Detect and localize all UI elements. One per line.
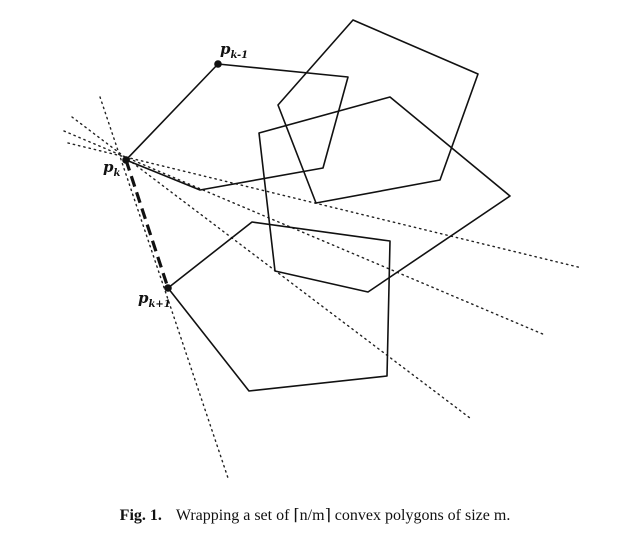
figure-caption: Fig. 1. Wrapping a set of ⌈n/m⌉ convex po… [0,505,630,525]
label-pk: pk [103,158,121,179]
vertex-pk [122,156,130,164]
support-line-1 [71,116,471,419]
figure-number: Fig. 1. [119,507,162,524]
polygon-top-left [125,63,349,191]
label-pk-plus-1: pk+1 [138,289,171,310]
caption-text: Wrapping a set of ⌈n/m⌉ convex polygons … [175,507,511,524]
hull-edge-pk-pk1 [124,159,170,289]
polygon-bottom [167,221,391,392]
convex-polygons-diagram: pk-1 pk pk+1 [63,19,583,479]
polygon-top-right [277,19,479,204]
support-line-2 [63,130,546,336]
support-line-steep [99,96,229,479]
vertex-pk-plus-1 [164,284,172,292]
label-pk-minus-1: pk-1 [220,40,248,61]
vertex-pk-minus-1 [214,60,222,68]
polygon-middle-right [258,96,511,293]
support-line-3 [67,142,583,269]
